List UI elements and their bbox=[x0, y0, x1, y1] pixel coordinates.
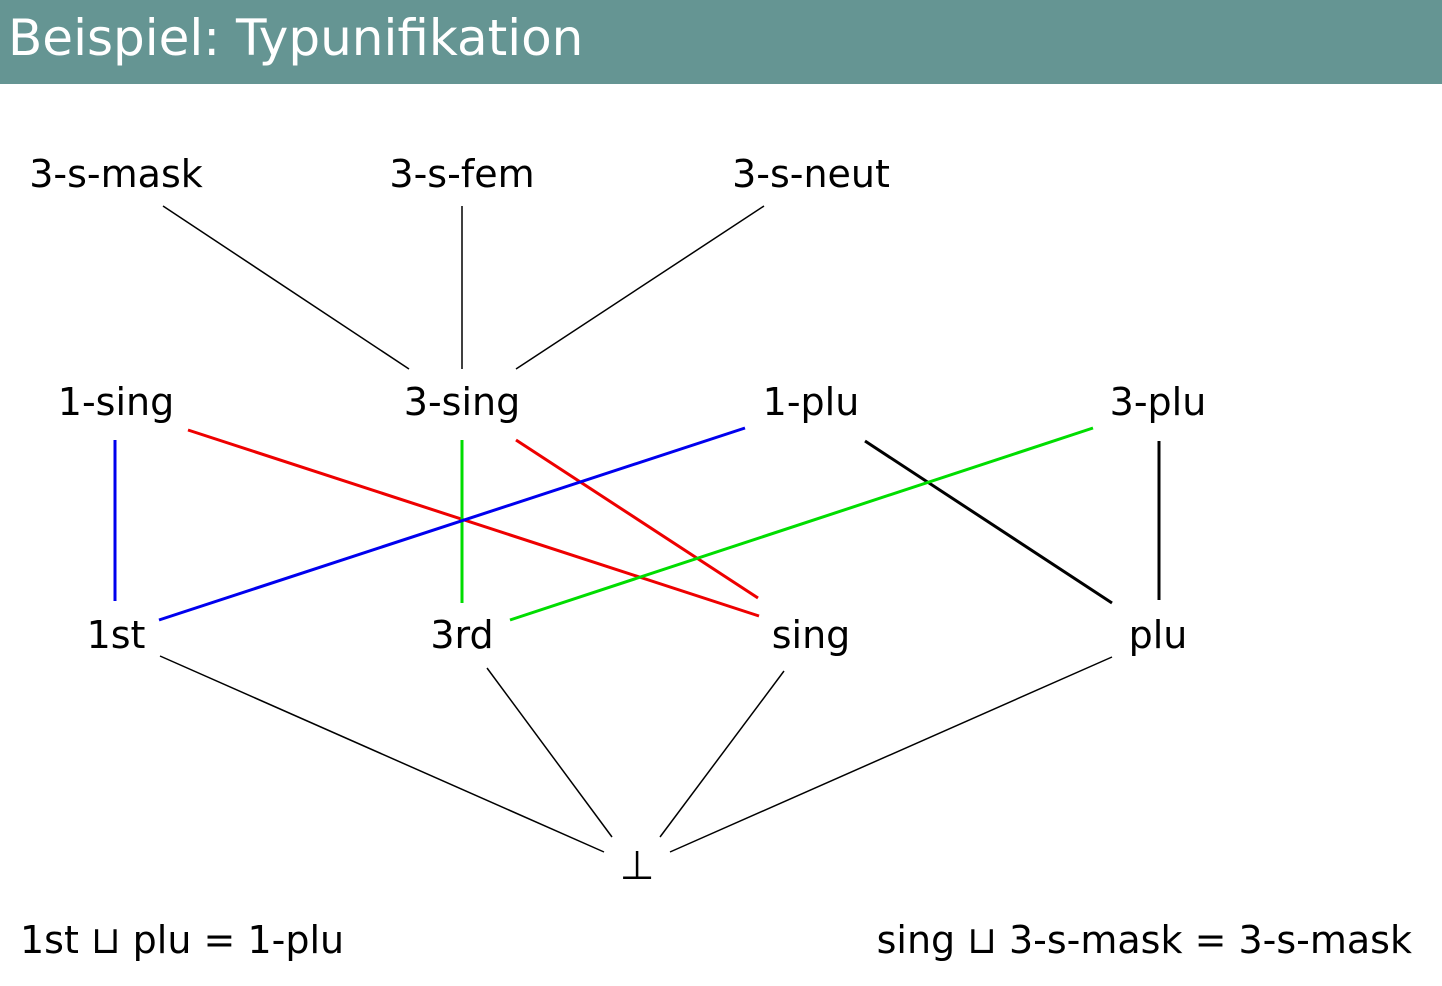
node-3-s-fem: 3-s-fem bbox=[389, 152, 535, 196]
formula-right: sing ⊔ 3-s-mask = 3-s-mask bbox=[876, 918, 1412, 962]
edge-1-sing-sing bbox=[187, 428, 760, 618]
node-1-sing: 1-sing bbox=[57, 380, 175, 424]
formula-left: 1st ⊔ plu = 1-plu bbox=[20, 918, 345, 962]
node-plu: plu bbox=[1128, 613, 1188, 657]
edge-3-sing-sing bbox=[515, 438, 759, 600]
title-bar: Beispiel: Typunifikation bbox=[0, 0, 1442, 84]
slide-title: Beispiel: Typunifikation bbox=[8, 9, 584, 67]
edge-1-plu-1st bbox=[158, 426, 746, 622]
edge-3-s-mask-3-sing bbox=[162, 205, 410, 370]
edge-3rd-bottom bbox=[486, 667, 613, 838]
edge-3-s-neut-3-sing bbox=[515, 205, 765, 370]
edge-plu-bottom bbox=[669, 656, 1113, 853]
node-3-plu: 3-plu bbox=[1109, 380, 1207, 424]
node-3rd: 3rd bbox=[430, 613, 494, 657]
edge-sing-bottom bbox=[659, 670, 785, 838]
node-1-plu: 1-plu bbox=[762, 380, 860, 424]
node-1st: 1st bbox=[86, 613, 146, 657]
edge-3-plu-3rd bbox=[509, 426, 1094, 622]
node-3-s-mask: 3-s-mask bbox=[29, 152, 203, 196]
edge-1st-bottom bbox=[159, 655, 605, 853]
node-3-s-neut: 3-s-neut bbox=[732, 152, 890, 196]
edge-1-plu-plu bbox=[864, 439, 1113, 605]
node-3-sing: 3-sing bbox=[403, 380, 521, 424]
node-bottom: ⊥ bbox=[619, 843, 655, 889]
node-sing: sing bbox=[771, 613, 851, 657]
